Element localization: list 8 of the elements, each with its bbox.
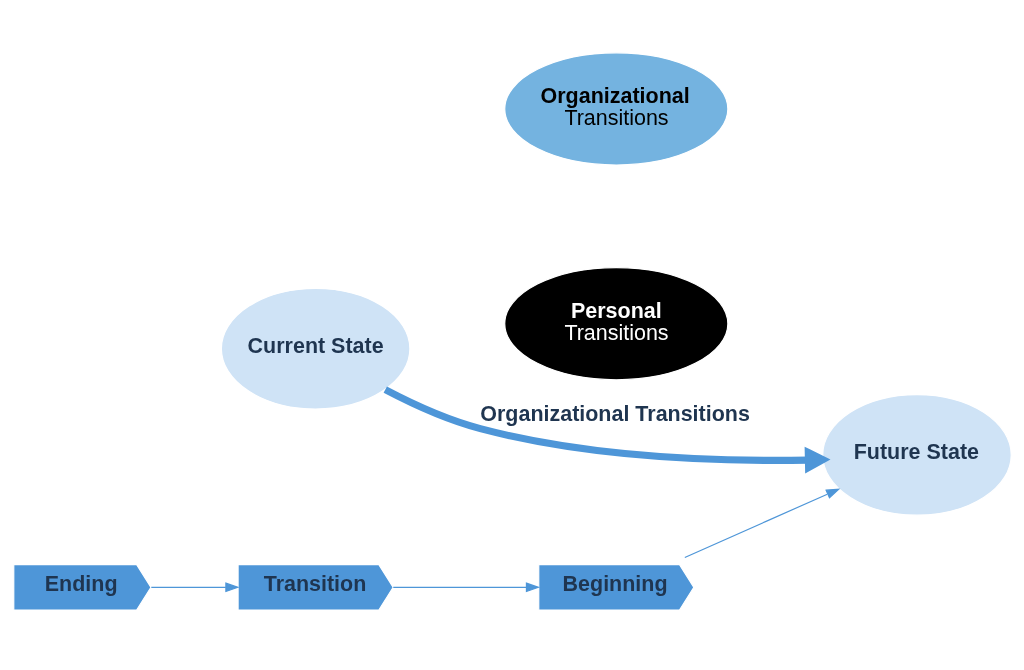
arrow bbox=[392, 582, 540, 593]
node-ellipse: Current State bbox=[220, 287, 410, 410]
arrow bbox=[150, 582, 240, 593]
node-ellipse: Organizational Transitions bbox=[503, 52, 728, 166]
node-ellipse: Personal Transitions bbox=[503, 267, 728, 381]
edge-label: Organizational Transitions bbox=[479, 401, 750, 426]
arrow bbox=[383, 386, 830, 474]
arrow bbox=[683, 488, 840, 559]
